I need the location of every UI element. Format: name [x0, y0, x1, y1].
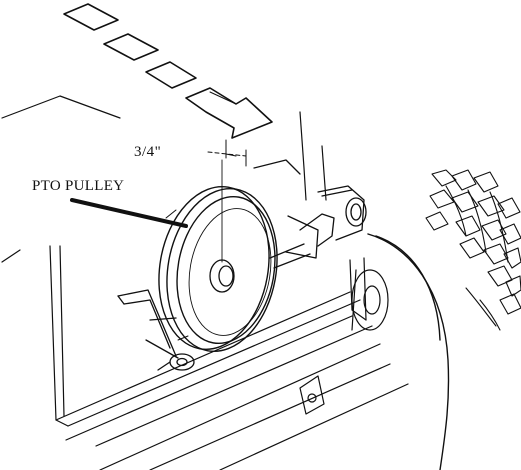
frame-housing — [1, 95, 409, 470]
pto-pulley — [158, 186, 278, 352]
auger-cleats — [425, 169, 521, 331]
drive-wheel — [367, 233, 450, 470]
pulley-hub — [209, 159, 235, 293]
dimension-label: 3/4" — [134, 144, 161, 160]
direction-arrow — [63, 3, 273, 139]
pulley-mount — [253, 159, 367, 269]
pto-pulley-leader — [70, 198, 188, 228]
dimension-marker — [207, 139, 247, 167]
tension-arm — [117, 289, 195, 371]
pto-pulley-label: PTO PULLEY — [32, 178, 124, 194]
wheel-hub — [351, 269, 389, 331]
